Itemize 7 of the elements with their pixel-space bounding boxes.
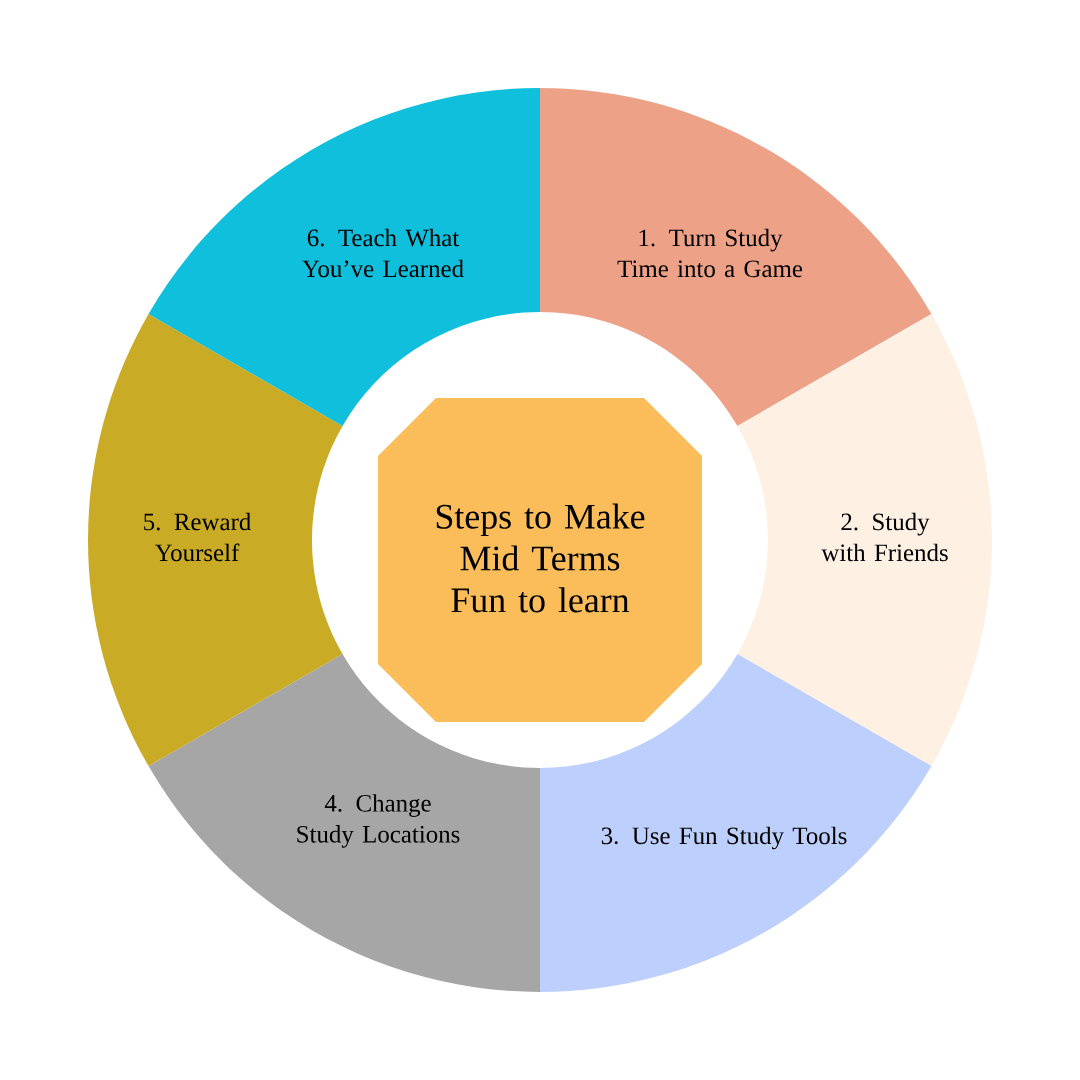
ring-segment: 2. Study with Friends	[737, 314, 992, 766]
ring-segment: 3. Use Fun Study Tools	[540, 654, 932, 992]
ring-segment: 5. Reward Yourself	[88, 314, 343, 766]
ring-segment: 4. Change Study Locations	[148, 654, 540, 992]
octagon: Steps to Make Mid Terms Fun to learn	[378, 398, 702, 722]
ring-segment: 6. Teach What You’ve Learned	[148, 88, 540, 426]
ring-segment: 1. Turn Study Time into a Game	[540, 88, 932, 426]
